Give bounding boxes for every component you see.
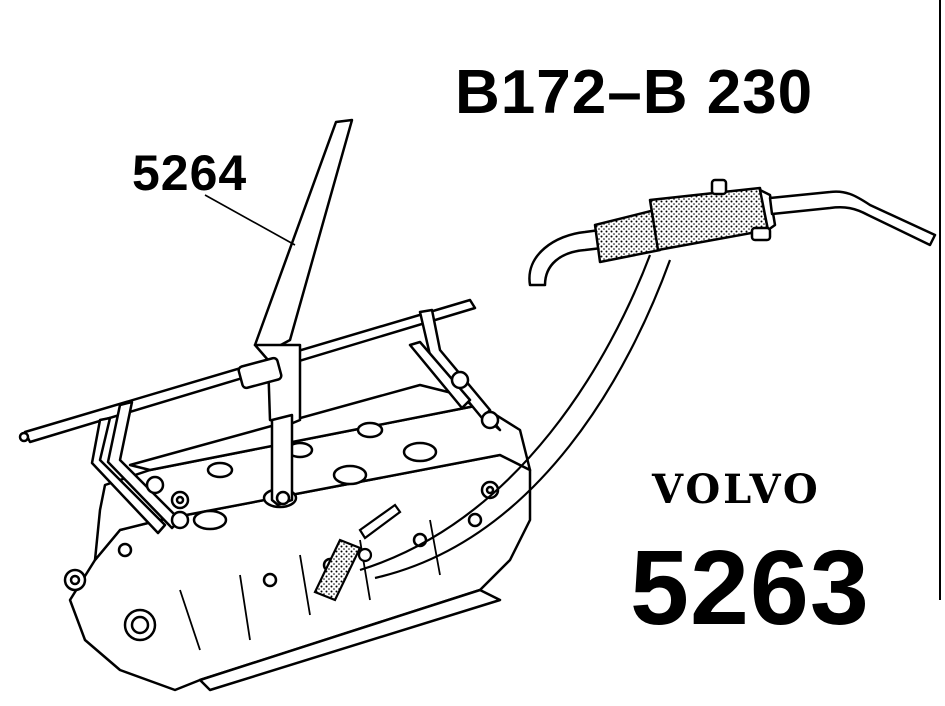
tool-5264-label: 5264 [132,145,248,201]
brand-label: VOLVO [652,466,821,513]
tool-5264 [18,118,500,535]
test-probe [313,503,402,602]
hose [359,254,672,580]
cylinder-head [63,383,532,692]
tool-5263 [528,178,937,287]
leader-5264 [204,194,296,246]
tool-5263-label: 5263 [630,529,870,647]
model-range-label: B172–B 230 [455,58,814,127]
